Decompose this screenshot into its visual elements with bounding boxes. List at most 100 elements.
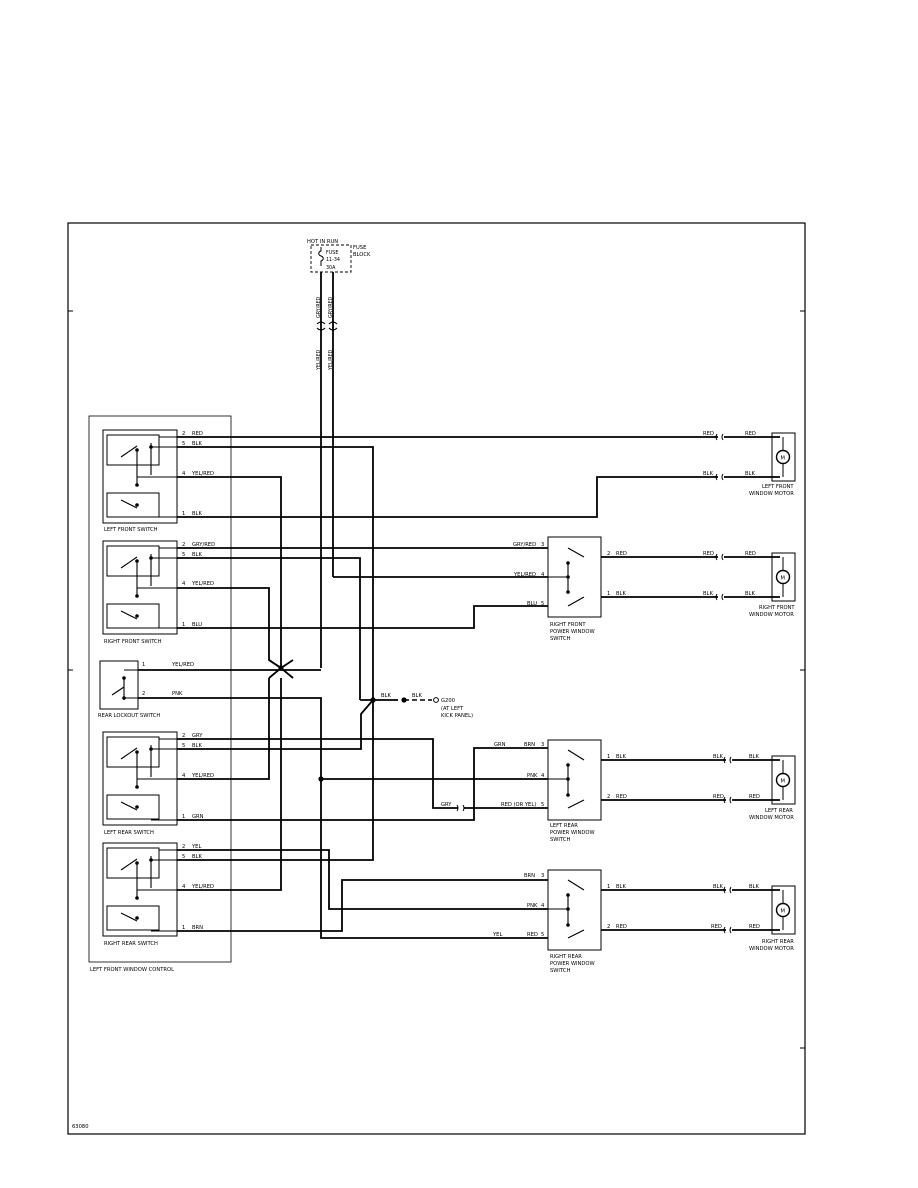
fuse-block: HOT IN RUN FUSE 11-34 30A FUSE BLOCK — [307, 239, 371, 273]
pin-number: 1 — [607, 754, 610, 760]
wire-color-label: BRN — [524, 742, 535, 748]
pin-number: 1 — [607, 591, 610, 597]
fuse-label: FUSE — [326, 250, 338, 256]
motor-label: LEFT REAR — [765, 808, 793, 814]
wire-color-label: RED — [749, 794, 760, 800]
wire-color-label: RED — [713, 794, 724, 800]
pin-number: 2 — [182, 542, 185, 548]
wire-label-yel-red-right: YEL/RED — [328, 349, 334, 371]
pin-number: 2 — [607, 794, 610, 800]
ground-location-label: KICK PANEL) — [441, 713, 473, 719]
motor-label: WINDOW MOTOR — [749, 491, 794, 497]
pin-number: 3 — [541, 873, 544, 879]
motor-icon — [775, 902, 791, 918]
diagram-frame — [67, 222, 806, 1135]
wire-label-yel-red-left: YEL/RED — [316, 349, 322, 371]
right-front-power-window-switch: GRY/RED 3 YEL/RED 4 BLU 5 2 RED 1 BLK RI… — [513, 536, 627, 642]
pin-number: 5 — [182, 441, 185, 447]
wire-color-label: RED (OR YEL) — [501, 802, 536, 808]
ground-wire-label: BLK — [381, 693, 391, 699]
wire-color-label: YEL/RED — [513, 572, 536, 578]
wire-color-label: BLK — [713, 884, 723, 890]
pin-number: 1 — [142, 662, 145, 668]
wire-color-label: RED — [703, 551, 714, 557]
left-front-switch: LEFT FRONT SWITCH 2 RED 5 BLK 4 YEL/RED … — [102, 429, 214, 533]
wire-color-label: RED — [711, 924, 722, 930]
switch-label: LEFT FRONT SWITCH — [104, 527, 158, 533]
pin-number: 5 — [541, 802, 544, 808]
wire-color-label: BLK — [703, 471, 713, 477]
switch-label: LEFT REAR SWITCH — [104, 830, 154, 836]
left-rear-window-motor: BLK BLK RED RED M LEFT REAR WINDOW MOTOR — [713, 754, 796, 821]
motor-symbol: M — [781, 909, 785, 915]
right-rear-power-window-switch: BRN 3 PNK 4 YEL RED 5 1 BLK 2 RED RIGHT … — [492, 869, 627, 974]
motor-icon — [775, 449, 791, 465]
wire-color-label: RED — [745, 551, 756, 557]
wire-color-label: BLU — [527, 601, 537, 607]
pin-wire-color: BLK — [192, 552, 202, 558]
pin-number: 5 — [182, 552, 185, 558]
wire-color-label: YEL — [492, 932, 502, 938]
pin-wire-color: RED — [192, 431, 203, 437]
inline-connectors — [456, 433, 732, 934]
pin-number: 2 — [607, 551, 610, 557]
pin-number: 1 — [182, 622, 185, 628]
pin-number: 2 — [182, 844, 185, 850]
pin-number: 4 — [182, 581, 186, 587]
motor-symbol: M — [781, 779, 785, 785]
wire-color-label: RED — [703, 431, 714, 437]
motor-label: WINDOW MOTOR — [749, 946, 794, 952]
component-label: RIGHT REAR — [550, 954, 582, 960]
pin-number: 2 — [607, 924, 610, 930]
figure-id: 63080 — [72, 1124, 89, 1130]
pin-wire-color: YEL/RED — [191, 471, 214, 477]
pin-wire-color: BLK — [192, 511, 202, 517]
pin-number: 4 — [182, 773, 186, 779]
pin-number: 1 — [182, 511, 185, 517]
wire-color-label: BLK — [713, 754, 723, 760]
pin-wire-color: BLK — [192, 854, 202, 860]
pin-number: 5 — [541, 932, 544, 938]
right-front-window-motor: RED RED BLK BLK M RIGHT FRONT WINDOW MOT… — [703, 551, 796, 618]
pin-wire-color: YEL/RED — [171, 662, 194, 668]
pin-number: 5 — [182, 743, 185, 749]
component-label: RIGHT FRONT — [550, 622, 586, 628]
wire-color-label: BLK — [616, 754, 626, 760]
wire-color-label: BLK — [745, 471, 755, 477]
pin-wire-color: YEL/RED — [191, 884, 214, 890]
pin-number: 2 — [142, 691, 145, 697]
pin-number: 1 — [607, 884, 610, 890]
pin-wire-color: GRY/RED — [192, 542, 215, 548]
wire-color-label: RED — [616, 924, 627, 930]
left-front-window-motor: RED RED BLK BLK M LEFT FRONT WINDOW MOTO… — [703, 431, 796, 497]
motor-label: RIGHT FRONT — [759, 605, 795, 611]
pin-wire-color: GRY — [192, 733, 203, 739]
wire-color-label: BRN — [524, 873, 535, 879]
pin-number: 4 — [541, 903, 545, 909]
left-rear-switch: LEFT REAR SWITCH 2 GRY 5 BLK 4 YEL/RED 1… — [102, 731, 214, 836]
fuse-rating-label: 30A — [326, 265, 336, 271]
component-label: SWITCH — [550, 968, 570, 974]
right-rear-window-motor: BLK BLK RED RED M RIGHT REAR WINDOW MOTO… — [711, 884, 796, 952]
ground-id-label: G200 — [441, 698, 455, 704]
wire-color-label: BLK — [749, 754, 759, 760]
pin-number: 4 — [182, 884, 186, 890]
wire-color-label: RED — [745, 431, 756, 437]
pin-wire-color: GRN — [192, 814, 204, 820]
pin-number: 3 — [541, 742, 544, 748]
motor-label: WINDOW MOTOR — [749, 815, 794, 821]
component-label: POWER WINDOW — [550, 961, 595, 967]
wire-color-label: BLK — [616, 884, 626, 890]
component-label: POWER WINDOW — [550, 830, 595, 836]
wire-color-label: RED — [616, 794, 627, 800]
harness-wires — [138, 436, 780, 939]
pin-number: 5 — [182, 854, 185, 860]
motor-icon — [775, 569, 791, 585]
wire-color-label: BLK — [703, 591, 713, 597]
fuse-symbol — [318, 247, 324, 266]
switch-label: RIGHT REAR SWITCH — [104, 941, 158, 947]
wire-color-label: GRN — [494, 742, 506, 748]
motor-label: RIGHT REAR — [762, 939, 794, 945]
wire-color-label: RED — [527, 932, 538, 938]
